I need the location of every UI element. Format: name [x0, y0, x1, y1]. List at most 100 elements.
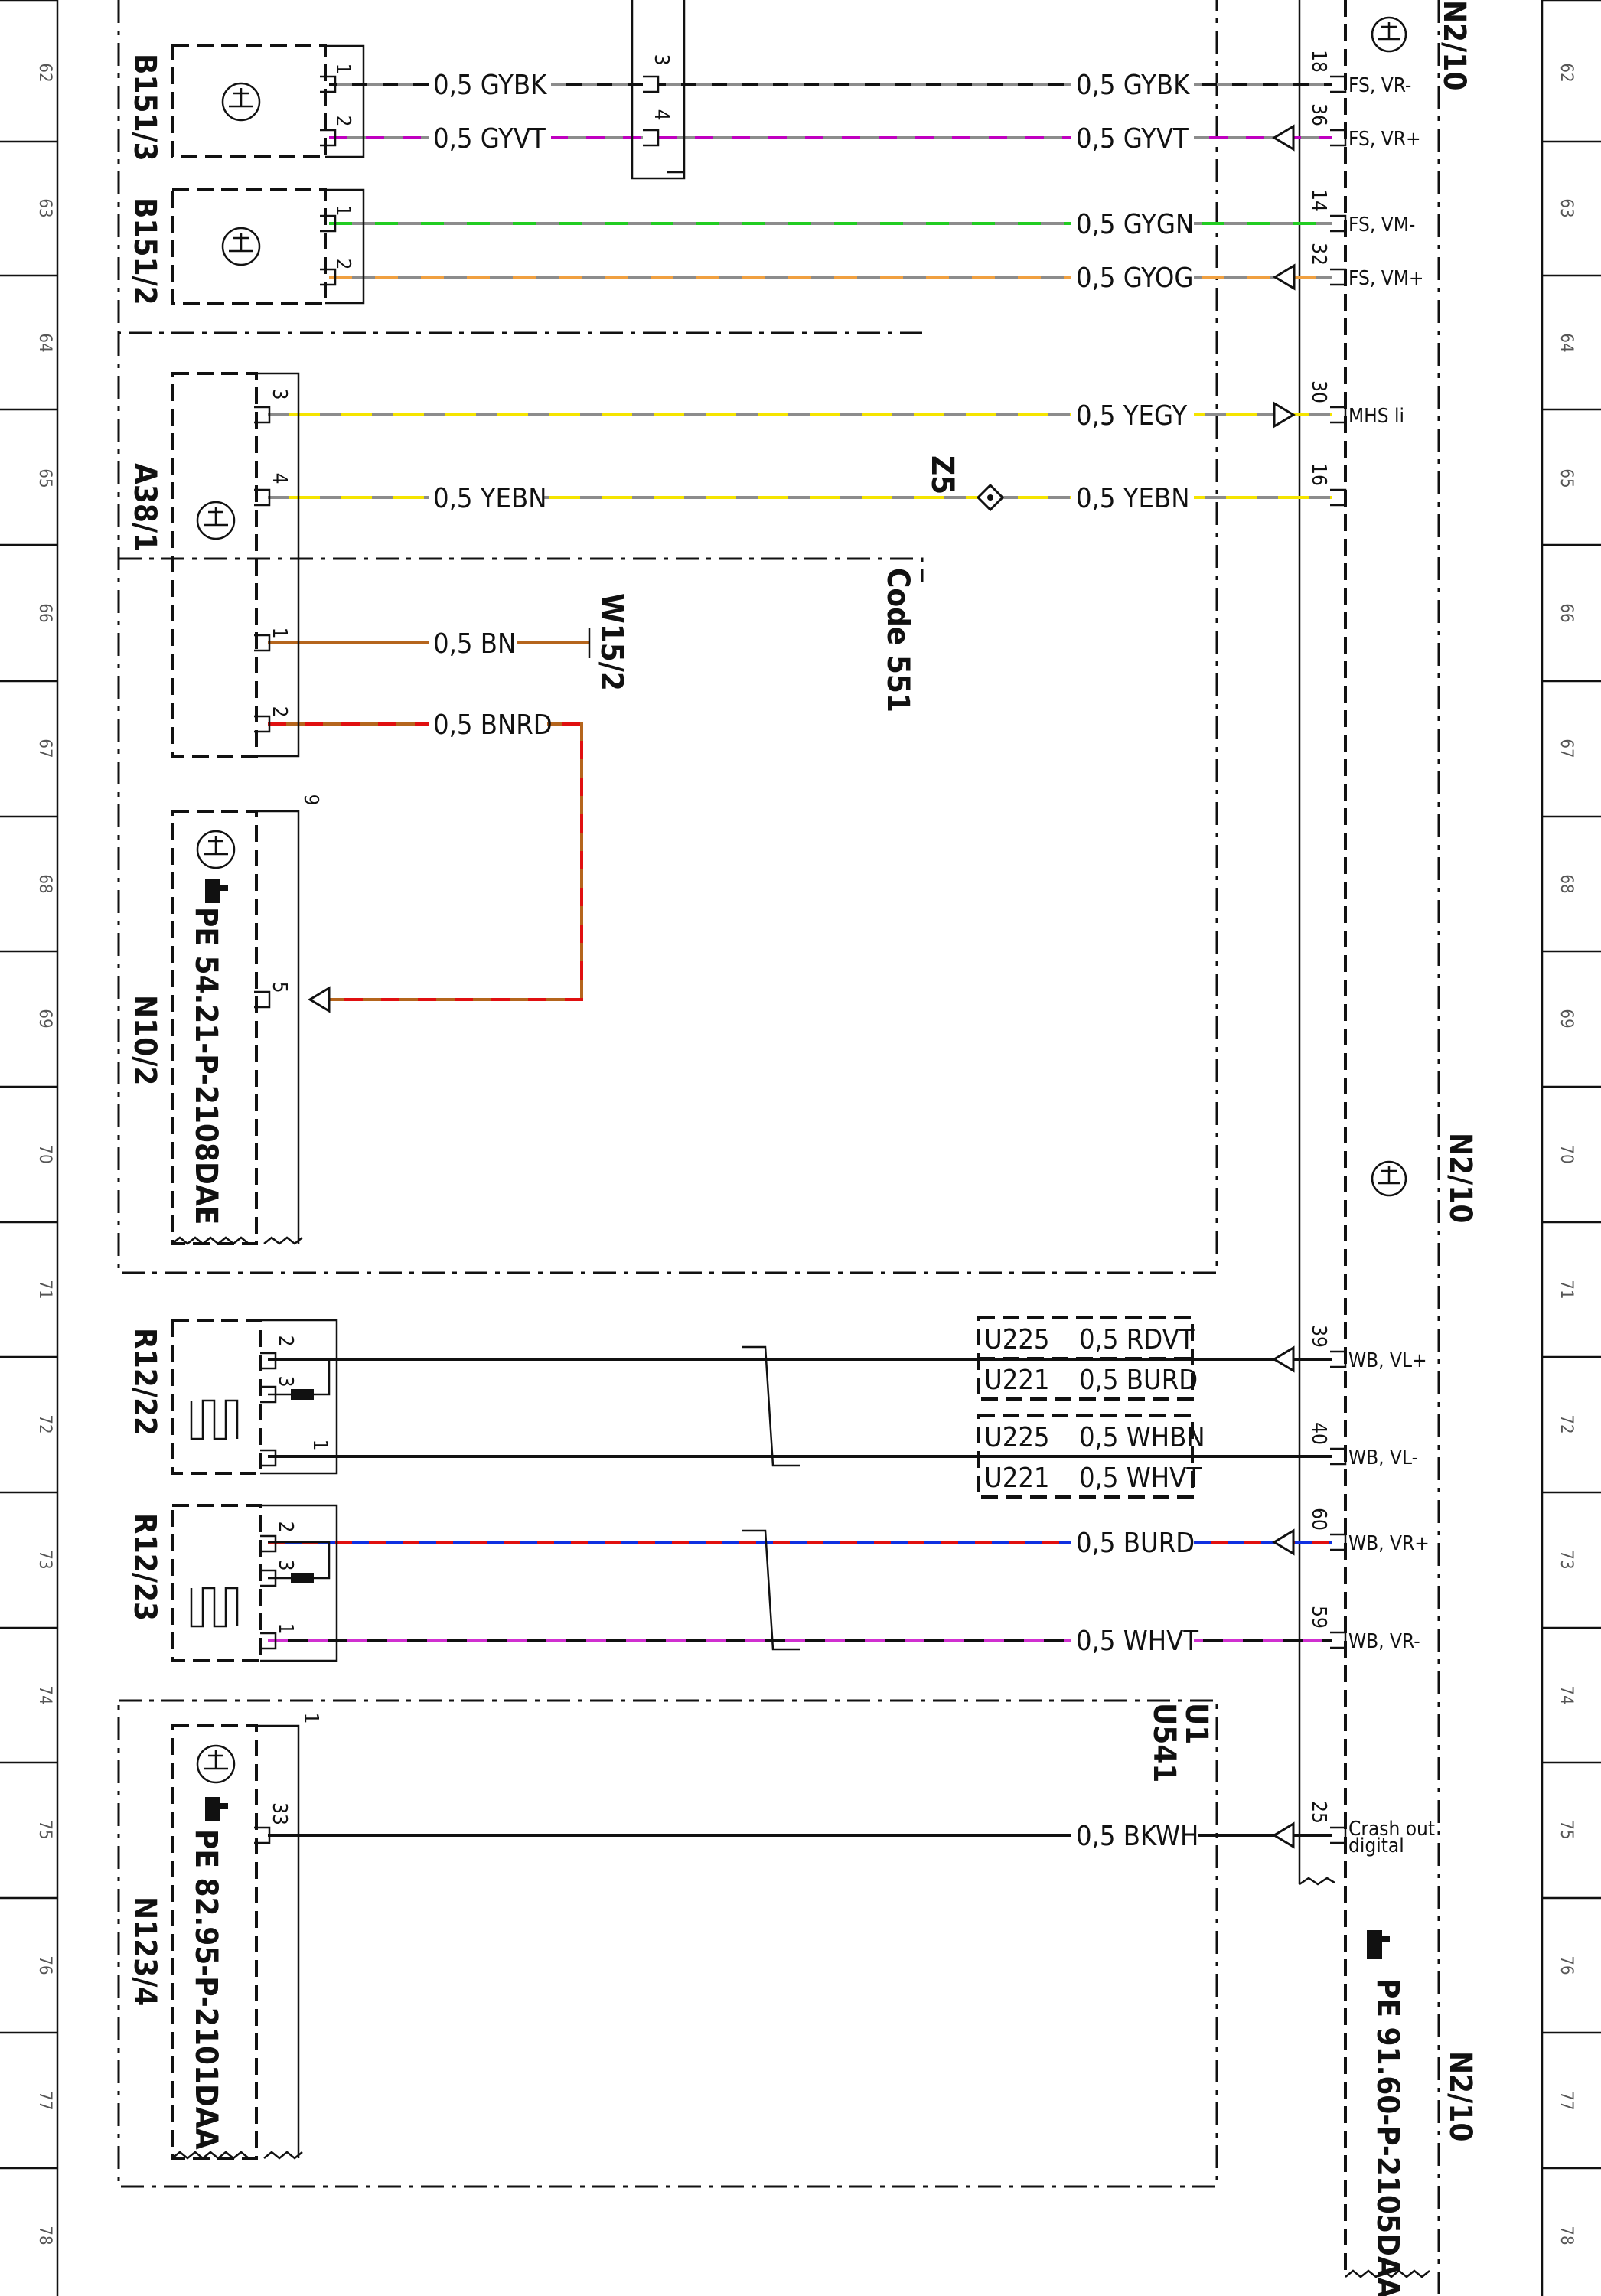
transistor-icon: [1371, 16, 1407, 53]
pin-number: 18: [1307, 50, 1330, 73]
row-number: 64: [1557, 333, 1576, 352]
u541-label: U541: [1146, 1703, 1182, 1782]
r12-23-heater[interactable]: R12/23 2 3 1: [127, 1504, 338, 1662]
svg-text:2: 2: [331, 259, 354, 270]
hand-pointer-icon: [1367, 1930, 1390, 1959]
b151-2-sensor[interactable]: B151/2 1 2: [127, 188, 365, 305]
arrow-icon: [1272, 1821, 1295, 1849]
signal-label: FS, VM+: [1348, 267, 1424, 290]
row-number: 63: [1557, 198, 1576, 217]
row-number: 72: [35, 1414, 54, 1433]
wire-label: 0,5 YEBN: [433, 483, 546, 514]
n10-2-module[interactable]: N10/2 PE 54.21-P-2108DAE 9 5: [127, 794, 322, 1245]
svg-text:1: 1: [308, 1440, 331, 1451]
n2-10-ref: PE 91.60-P-2105DAA: [1370, 1978, 1405, 2296]
variant-box-vl-plus[interactable]: U225 0,5 RDVT U221 0,5 BURD: [977, 1316, 1198, 1401]
wire-label: 0,5 GYVT: [1076, 123, 1189, 155]
variant-label: 0,5 BURD: [1079, 1365, 1198, 1396]
a38-1-module[interactable]: A38/1 3 4 1 2: [127, 372, 300, 758]
wire-label: 0,5 BN: [433, 628, 516, 660]
signal-label: WB, VR-: [1348, 1630, 1420, 1653]
r12-22-heater[interactable]: R12/22 2 3 1: [127, 1319, 338, 1475]
row-number: 66: [35, 603, 54, 622]
svg-text:R12/23: R12/23: [127, 1513, 162, 1621]
transistor-icon: [221, 82, 261, 122]
signal-label: FS, VM-: [1348, 214, 1415, 236]
row-number: 75: [35, 1820, 54, 1839]
row-number: 66: [1557, 603, 1576, 622]
wire-label: 0,5 GYBK: [1076, 70, 1190, 101]
row-number: 70: [1557, 1144, 1576, 1163]
arrow-icon: [1272, 1345, 1295, 1373]
svg-text:2: 2: [331, 116, 354, 127]
transistor-icon: [196, 1744, 236, 1784]
arrow-icon: [1272, 124, 1295, 152]
z5-splice[interactable]: Z5: [924, 455, 1005, 512]
variant-label: 0,5 WHVT: [1079, 1463, 1202, 1494]
row-number: 74: [35, 1685, 54, 1704]
row-number: 76: [35, 1955, 54, 1975]
pin-number: 36: [1307, 103, 1330, 126]
wire-label: 0,5 BKWH: [1076, 1821, 1198, 1852]
row-numbers: 62 63 64 65 66 67 68 69 70 71 72 73 74 7…: [35, 63, 1576, 2245]
pin-number: 32: [1307, 243, 1330, 266]
row-number: 65: [35, 468, 54, 488]
wire-label: 0,5 YEBN: [1076, 483, 1189, 514]
pin-number: 16: [1307, 463, 1330, 486]
b151-3-sensor[interactable]: B151/3 1 2: [127, 44, 365, 161]
row-number: 62: [35, 63, 54, 82]
u1-label: U1: [1179, 1703, 1214, 1744]
area-a38-box: [119, 557, 924, 582]
row-number: 62: [1557, 63, 1576, 82]
hand-pointer-icon: [205, 879, 228, 903]
svg-text:3: 3: [268, 389, 291, 400]
variant-label: 0,5 WHBN: [1079, 1422, 1205, 1453]
wire-label: 0,5 BNRD: [433, 709, 553, 741]
variant-box-vl-minus[interactable]: U225 0,5 WHBN U221 0,5 WHVT: [977, 1414, 1205, 1499]
variant-code: U221: [984, 1365, 1050, 1396]
code-551-label: Code 551: [880, 568, 915, 713]
svg-text:5: 5: [268, 982, 291, 993]
signal-label: WB, VL+: [1348, 1349, 1427, 1372]
svg-text:1: 1: [299, 1713, 322, 1724]
svg-text:B151/3: B151/3: [127, 54, 162, 161]
n2-10-label-mid: N2/10: [1443, 1133, 1478, 1223]
svg-text:N10/2: N10/2: [127, 995, 162, 1085]
pin-number: 3: [650, 54, 673, 66]
row-number: 77: [1557, 2091, 1576, 2110]
pin-number: 4: [650, 109, 673, 121]
svg-text:A38/1: A38/1: [127, 463, 162, 552]
wire-labels: 0,5 GYBK 0,5 GYBK 0,5 GYVT 0,5 GYVT 0,5 …: [429, 69, 1198, 1852]
variant-code: U225: [984, 1324, 1050, 1355]
row-number: 68: [35, 874, 54, 893]
pin-number: 59: [1307, 1606, 1330, 1629]
pin-number: 14: [1307, 189, 1330, 212]
variant-label: 0,5 RDVT: [1079, 1324, 1195, 1355]
svg-text:1: 1: [331, 205, 354, 217]
area-n123-4: [117, 1699, 1218, 2188]
area-code-551: [117, 0, 1218, 1274]
pin-number: 40: [1307, 1422, 1330, 1445]
heater-element-icon: [190, 1399, 239, 1440]
signal-label: WB, VR+: [1348, 1532, 1430, 1555]
svg-text:2: 2: [268, 706, 291, 718]
n2-10-label-top: N2/10: [1436, 0, 1472, 90]
wire-label: 0,5 BURD: [1076, 1528, 1195, 1559]
row-number: 71: [1557, 1280, 1576, 1299]
row-number: 70: [35, 1144, 54, 1163]
signal-label: WB, VL-: [1348, 1446, 1418, 1469]
svg-text:N123/4: N123/4: [127, 1896, 162, 2006]
row-number: 73: [35, 1550, 54, 1569]
n123-4-module[interactable]: N123/4 PE 82.95-P-2101DAA 1 33: [127, 1713, 322, 2160]
w15-2-ground[interactable]: W15/2: [588, 593, 629, 691]
arrow-icon: [1273, 401, 1296, 429]
pin-number: 25: [1307, 1801, 1330, 1824]
row-number: 69: [1557, 1009, 1576, 1028]
n2-10-control-unit[interactable]: N2/10 N2/10 N2/10 PE 91.60-P-2105DAA: [1298, 0, 1478, 2296]
inline-connector[interactable]: 3 4: [631, 0, 686, 180]
transistor-icon: [1371, 1160, 1407, 1197]
wire-label: 0,5 GYGN: [1076, 209, 1194, 240]
variant-code: U221: [984, 1463, 1050, 1494]
